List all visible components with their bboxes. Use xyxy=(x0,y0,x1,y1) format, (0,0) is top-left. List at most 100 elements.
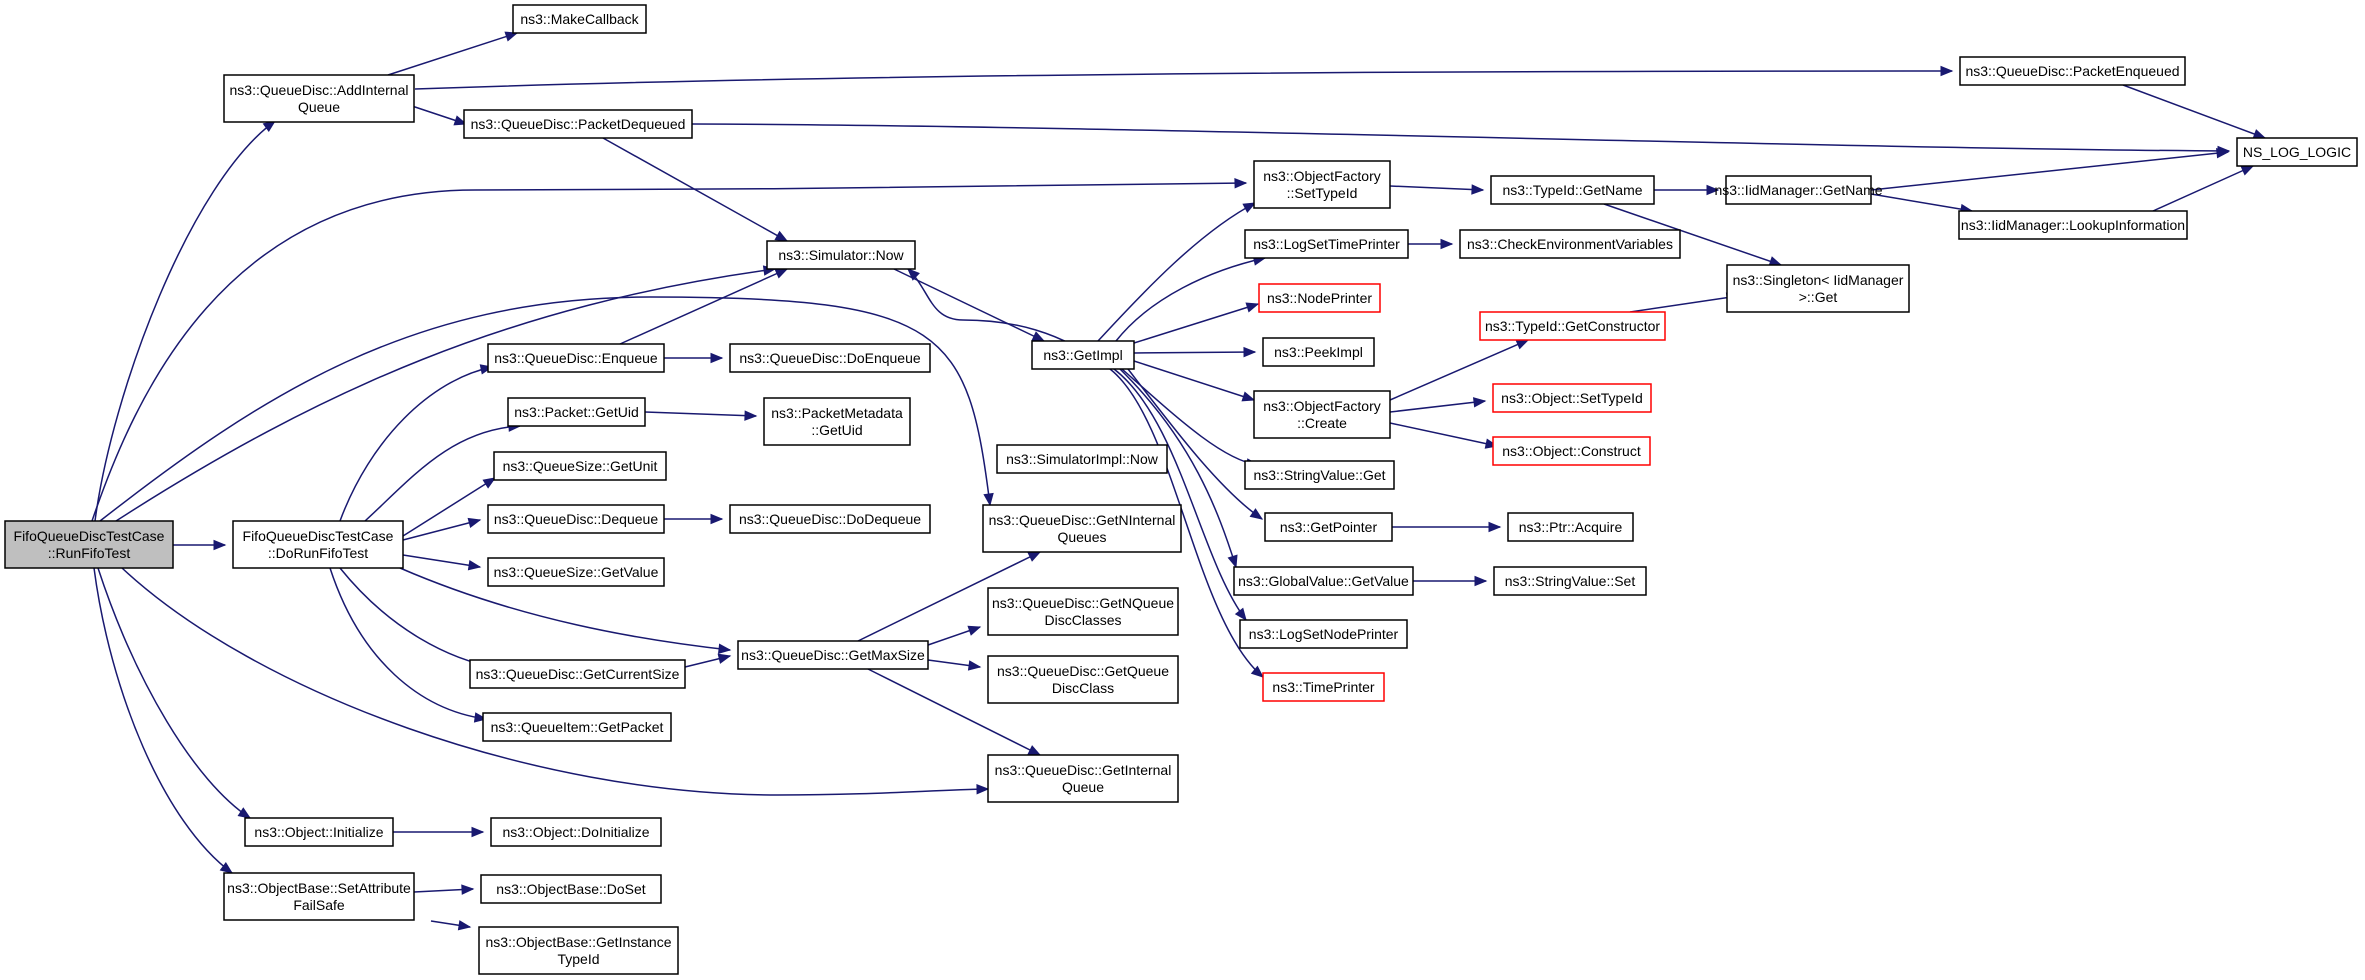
arrowhead xyxy=(1250,665,1265,678)
node-getValue[interactable]: ns3::QueueSize::GetValue xyxy=(487,557,665,587)
node-doRun[interactable]: FifoQueueDiscTestCase::DoRunFifoTest xyxy=(232,520,404,569)
edge-getImpl-to-logNode xyxy=(1113,368,1247,622)
node-curSize[interactable]: ns3::QueueDisc::GetCurrentSize xyxy=(469,659,686,689)
node-box xyxy=(487,343,665,373)
edge-line xyxy=(1133,360,1255,401)
node-objInit[interactable]: ns3::Object::Initialize xyxy=(244,817,394,847)
node-nodePrinter[interactable]: ns3::NodePrinter xyxy=(1258,283,1381,313)
node-doInit[interactable]: ns3::Object::DoInitialize xyxy=(490,817,662,847)
node-doSet[interactable]: ns3::ObjectBase::DoSet xyxy=(480,874,662,904)
node-iidLookup[interactable]: ns3::IidManager::LookupInformation xyxy=(1958,210,2188,240)
node-ofCreate[interactable]: ns3::ObjectFactory::Create xyxy=(1253,390,1391,439)
edge-line xyxy=(99,296,991,522)
node-getPtr[interactable]: ns3::GetPointer xyxy=(1264,512,1393,542)
node-objSet[interactable]: ns3::Object::SetTypeId xyxy=(1492,383,1652,413)
edge-line xyxy=(691,123,2230,152)
edge-line xyxy=(602,137,788,242)
node-label-line: ns3::GetImpl xyxy=(1043,347,1122,363)
edge-line xyxy=(619,268,788,345)
arrowhead xyxy=(1440,238,1454,250)
edge-root-to-setAttr xyxy=(93,567,234,874)
node-simImplNow[interactable]: ns3::SimulatorImpl::Now xyxy=(996,444,1168,474)
node-box xyxy=(1725,175,1872,205)
node-makeCb[interactable]: ns3::MakeCallback xyxy=(512,4,647,34)
edge-getImpl-to-timePrinter xyxy=(1109,368,1265,678)
node-iidName[interactable]: ns3::IidManager::GetName xyxy=(1714,175,1883,205)
edge-line xyxy=(2122,84,2266,139)
edge-line xyxy=(94,120,276,522)
node-getUnit[interactable]: ns3::QueueSize::GetUnit xyxy=(493,451,667,481)
node-nsLog[interactable]: NS_LOG_LOGIC xyxy=(2236,137,2358,167)
edge-pktEnq-to-nsLog xyxy=(2122,84,2267,139)
node-label-line: ns3::GlobalValue::GetValue xyxy=(1238,573,1409,589)
arrowhead xyxy=(1243,346,1257,358)
node-label-line: ns3::TimePrinter xyxy=(1272,679,1375,695)
node-doDeq[interactable]: ns3::QueueDisc::DoDequeue xyxy=(729,504,931,534)
node-maxSize[interactable]: ns3::QueueDisc::GetMaxSize xyxy=(737,640,929,670)
node-pktUid[interactable]: ns3::Packet::GetUid xyxy=(507,397,646,427)
node-doEnq[interactable]: ns3::QueueDisc::DoEnqueue xyxy=(729,343,931,373)
node-gvGet[interactable]: ns3::GlobalValue::GetValue xyxy=(1233,566,1414,596)
edge-simNow-to-getImpl xyxy=(893,268,1046,342)
node-objConstruct[interactable]: ns3::Object::Construct xyxy=(1492,436,1651,466)
node-label-line: ns3::CheckEnvironmentVariables xyxy=(1467,236,1673,252)
node-singleton[interactable]: ns3::Singleton< IidManager>::Get xyxy=(1726,264,1910,313)
node-timePrinter[interactable]: ns3::TimePrinter xyxy=(1262,672,1385,702)
node-simNow[interactable]: ns3::Simulator::Now xyxy=(766,240,916,270)
node-getPacket[interactable]: ns3::QueueItem::GetPacket xyxy=(482,712,672,742)
edge-getImpl-to-nodePrinter xyxy=(1133,302,1260,344)
node-label-line: ns3::Simulator::Now xyxy=(778,247,904,263)
node-logTime[interactable]: ns3::LogSetTimePrinter xyxy=(1244,229,1409,259)
node-label-line: ns3::StringValue::Get xyxy=(1253,467,1385,483)
edge-maxSize-to-getIntQ xyxy=(867,668,1042,756)
node-label-line: ns3::QueueDisc::PacketDequeued xyxy=(471,116,686,132)
arrowhead xyxy=(1234,607,1247,622)
node-dequeue[interactable]: ns3::QueueDisc::Dequeue xyxy=(487,504,665,534)
edge-getImpl-to-getPtr xyxy=(1127,368,1264,520)
edge-iidName-to-iidLookup xyxy=(1870,193,1974,215)
edge-doRun-to-getUnit xyxy=(402,477,497,537)
node-tidCtor[interactable]: ns3::TypeId::GetConstructor xyxy=(1479,311,1666,341)
node-strSet[interactable]: ns3::StringValue::Set xyxy=(1493,566,1647,596)
node-label-line: ns3::Object::Construct xyxy=(1502,443,1641,459)
node-ofSet[interactable]: ns3::ObjectFactory::SetTypeId xyxy=(1253,160,1391,209)
arrowhead xyxy=(1027,745,1042,756)
node-checkEnv[interactable]: ns3::CheckEnvironmentVariables xyxy=(1459,229,1681,259)
node-getImpl[interactable]: ns3::GetImpl xyxy=(1031,340,1135,370)
node-label-line: ns3::QueueDisc::Dequeue xyxy=(494,511,658,527)
arrowhead xyxy=(710,352,724,364)
node-pktEnq[interactable]: ns3::QueueDisc::PacketEnqueued xyxy=(1959,56,2186,86)
arrowhead xyxy=(467,517,482,528)
node-peekImpl[interactable]: ns3::PeekImpl xyxy=(1262,337,1375,367)
node-pmUid[interactable]: ns3::PacketMetadata::GetUid xyxy=(763,397,911,446)
arrowhead xyxy=(1471,184,1485,195)
arrowhead xyxy=(774,268,789,279)
edge-line xyxy=(2152,165,2254,212)
node-pktDeq[interactable]: ns3::QueueDisc::PacketDequeued xyxy=(463,109,693,139)
edge-doRun-to-curSize xyxy=(339,567,500,672)
edge-curSize-to-maxSize xyxy=(684,653,732,668)
node-logNode[interactable]: ns3::LogSetNodePrinter xyxy=(1239,619,1408,649)
edge-iidLookup-to-nsLog xyxy=(2152,165,2255,212)
edge-line xyxy=(1870,151,2229,191)
node-enqueue[interactable]: ns3::QueueDisc::Enqueue xyxy=(487,343,665,373)
edge-line xyxy=(1389,400,1486,413)
arrowhead xyxy=(471,826,485,838)
node-strGet[interactable]: ns3::StringValue::Get xyxy=(1244,460,1395,490)
node-label-line: ::SetTypeId xyxy=(1287,185,1358,201)
node-tidName[interactable]: ns3::TypeId::GetName xyxy=(1490,175,1655,205)
edge-addInt-to-pktEnq xyxy=(414,65,1954,90)
node-label-line: ns3::PacketMetadata xyxy=(771,405,903,421)
node-box xyxy=(487,557,665,587)
node-ptrAcq[interactable]: ns3::Ptr::Acquire xyxy=(1507,512,1634,542)
edge-line xyxy=(339,567,499,669)
edge-line xyxy=(1119,368,1237,568)
node-root[interactable]: FifoQueueDiscTestCase::RunFifoTest xyxy=(4,520,174,569)
